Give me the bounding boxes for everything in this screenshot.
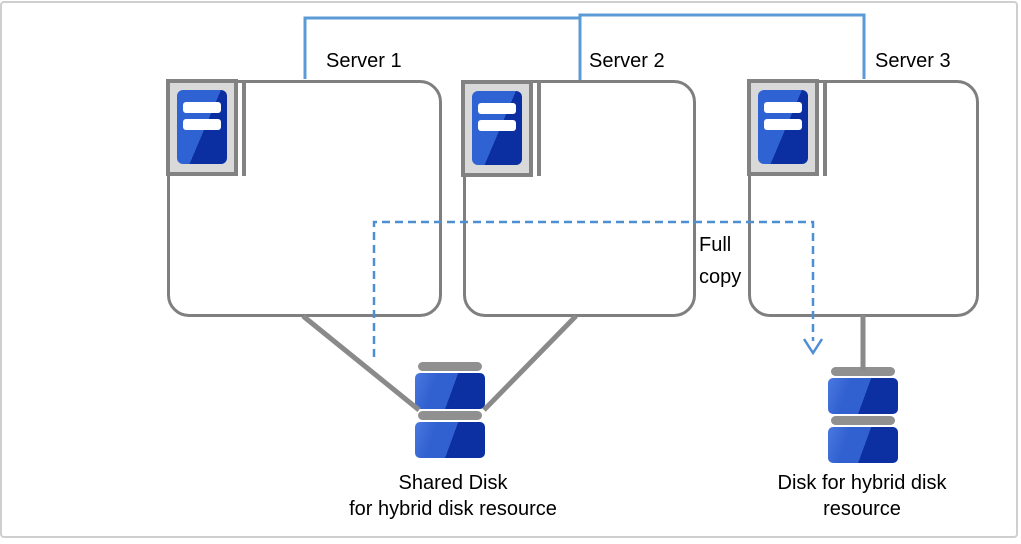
server-2-box-notch: [537, 81, 541, 176]
server-icon-slot: [478, 103, 516, 114]
server-icon-slot: [183, 119, 221, 130]
server-1-label: Server 1: [326, 50, 402, 72]
server-icon: [461, 80, 533, 177]
server-icon-slot: [478, 120, 516, 131]
disk-cap: [418, 362, 482, 371]
full-copy-label: Full copy: [699, 234, 742, 288]
server-3-label: Server 3: [875, 50, 951, 72]
disk-cap: [831, 416, 895, 425]
disk-cap: [831, 367, 895, 376]
disk-stack-icon: [828, 367, 898, 465]
disk-platter: [415, 373, 485, 409]
server-3-box-notch: [823, 81, 827, 176]
server-2-label: Server 2: [589, 50, 665, 72]
server-icon-slot: [183, 102, 221, 113]
server-icon: [747, 79, 819, 176]
disk-platter: [415, 422, 485, 458]
disk-stack-icon: [415, 362, 485, 460]
server-icon-body: [758, 90, 808, 164]
server-icon-slot: [764, 119, 802, 130]
server-icon: [166, 79, 238, 176]
server-icon-body: [472, 91, 522, 165]
hybrid-disk-label: Disk for hybrid disk resource: [777, 472, 947, 520]
shared-disk-label: Shared Disk for hybrid disk resource: [349, 472, 557, 520]
disk-platter: [828, 378, 898, 414]
disk-cap: [418, 411, 482, 420]
server-icon-slot: [764, 102, 802, 113]
server-1-box-notch: [242, 81, 246, 176]
server-icon-body: [177, 90, 227, 164]
disk-platter: [828, 427, 898, 463]
